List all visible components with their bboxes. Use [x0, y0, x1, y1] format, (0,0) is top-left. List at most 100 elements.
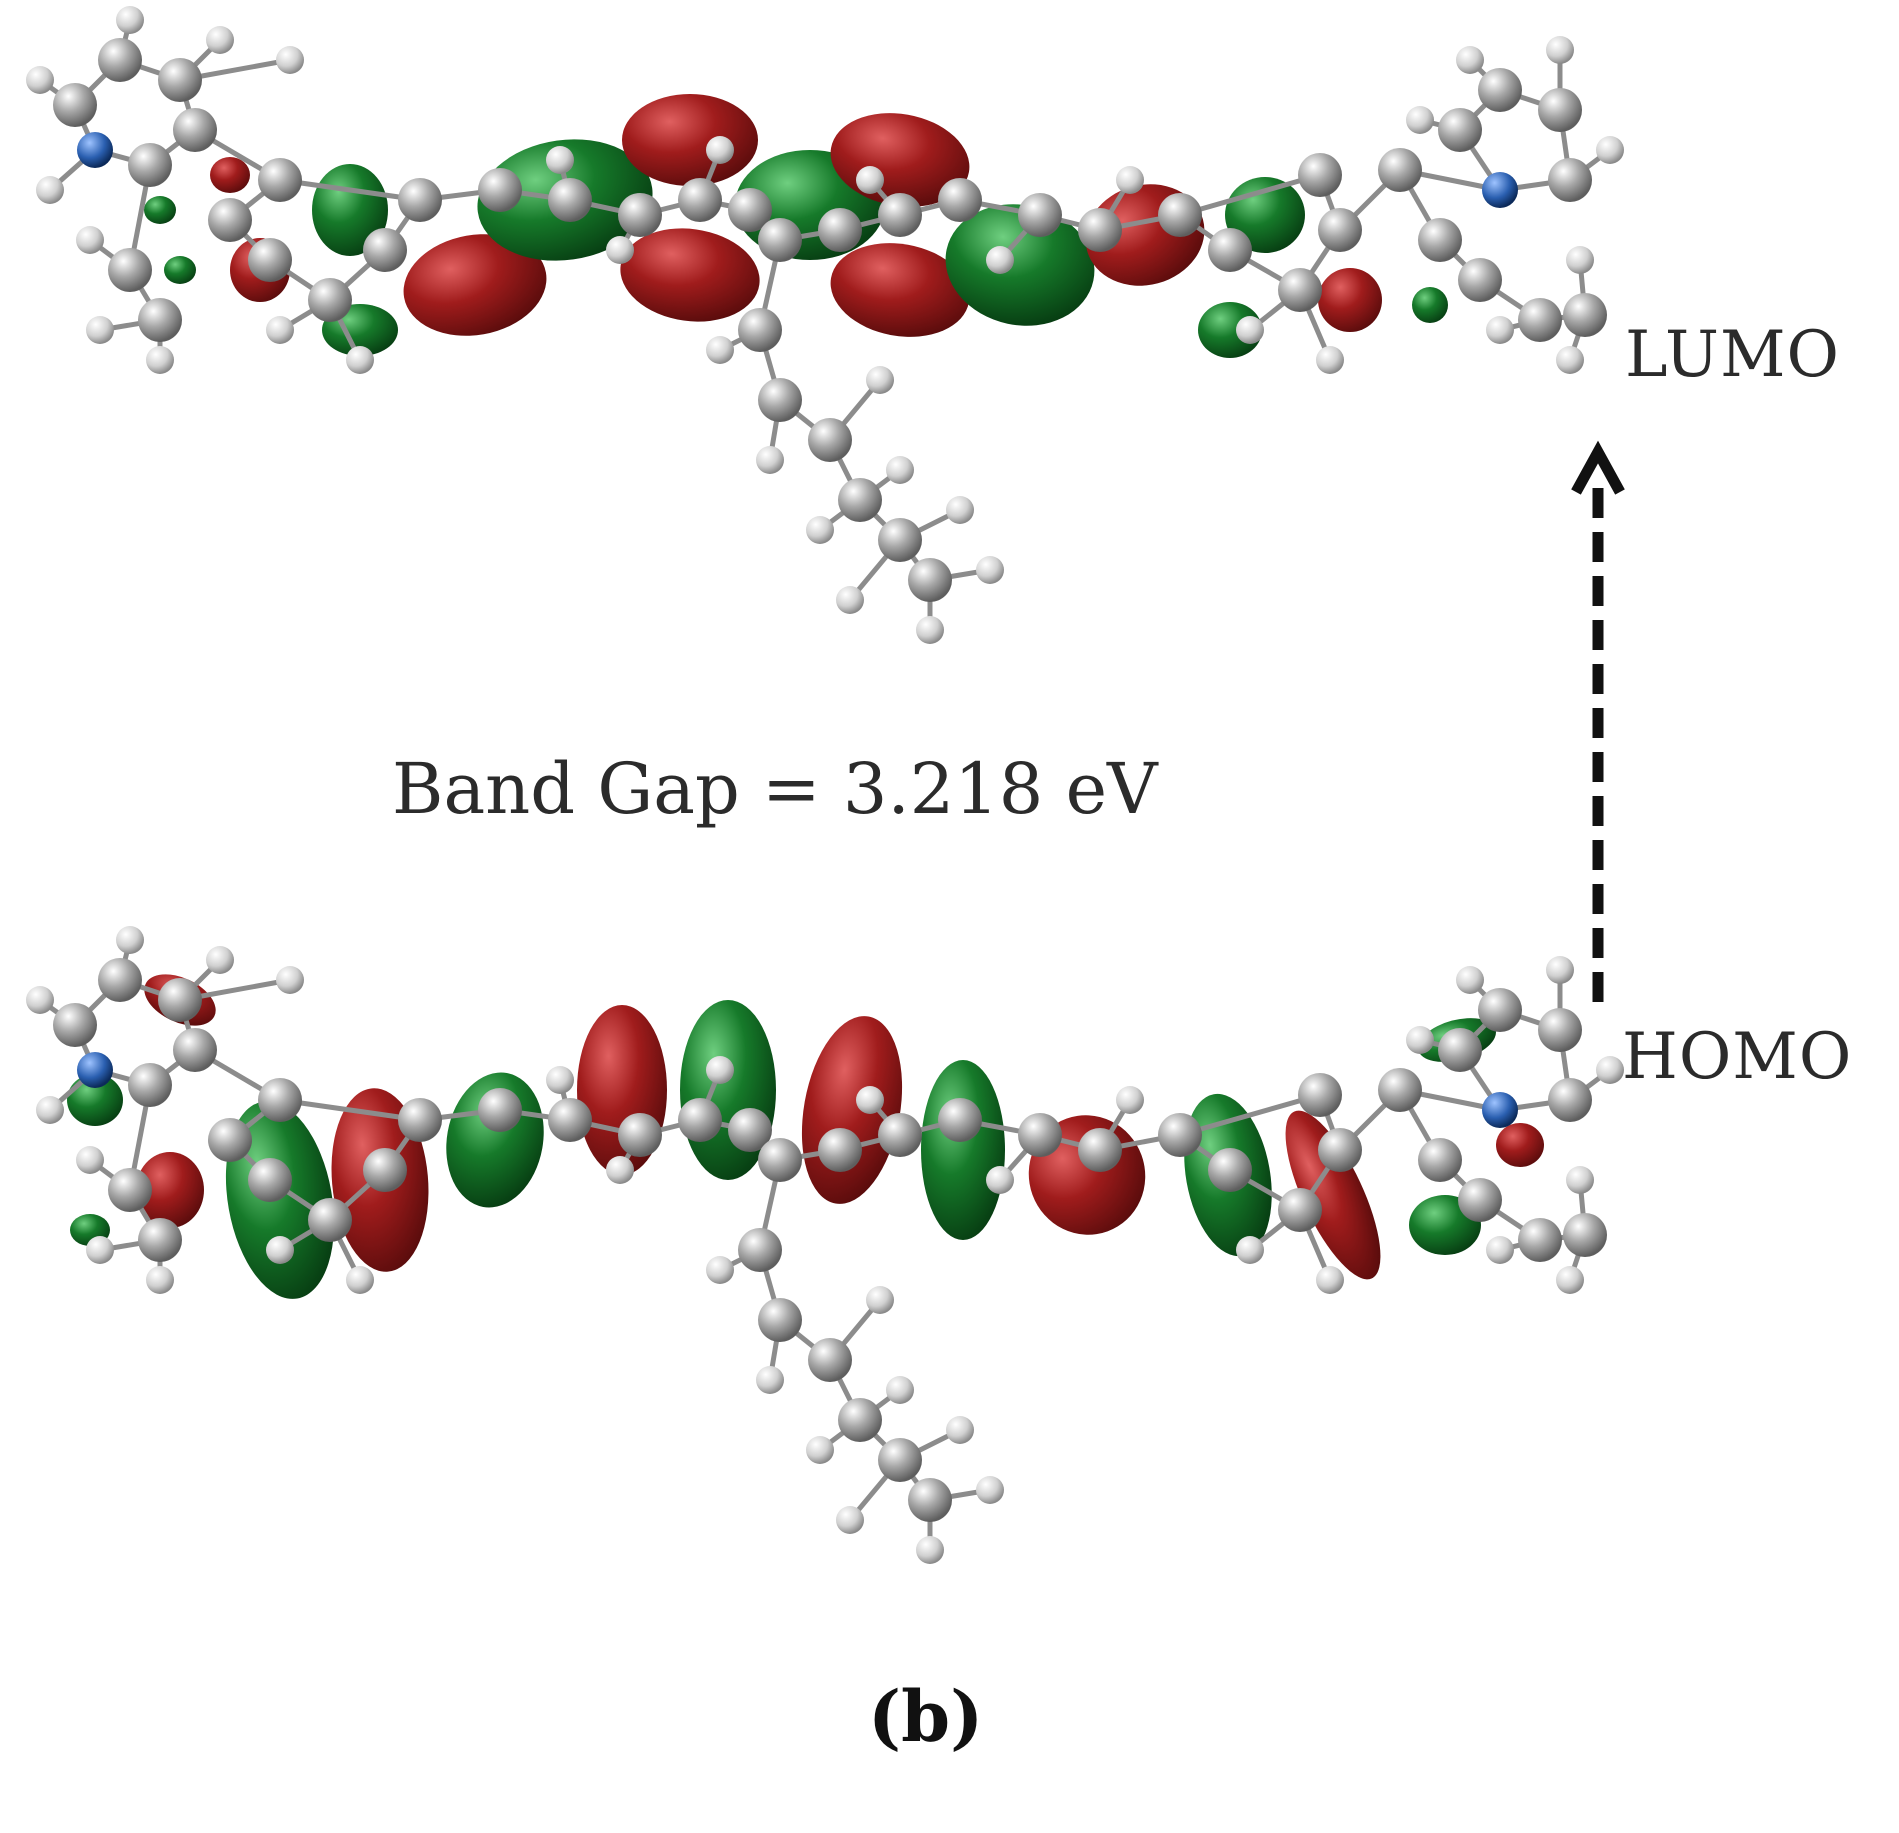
hydrogen-atom [116, 926, 144, 954]
orbital-lobe-negative [225, 1101, 335, 1299]
carbon-atom [1563, 293, 1607, 337]
orbital-lobe-positive [622, 94, 758, 186]
carbon-atom [938, 178, 982, 222]
hydrogen-atom [546, 1066, 574, 1094]
carbon-atom [98, 38, 142, 82]
carbon-atom [758, 1138, 802, 1182]
carbon-atom [728, 1108, 772, 1152]
hydrogen-atom [1486, 1236, 1514, 1264]
hydrogen-atom [76, 1146, 104, 1174]
bond [279, 1097, 421, 1123]
carbon-atom [158, 978, 202, 1022]
orbital-lobe-negative [945, 204, 1095, 326]
carbon-atom [308, 1198, 352, 1242]
nitrogen-atom [1482, 1092, 1518, 1128]
hydrogen-atom [1236, 1236, 1264, 1264]
nitrogen-atom [77, 1052, 113, 1088]
hydrogen-atom [1456, 966, 1484, 994]
carbon-atom [1298, 1073, 1342, 1117]
hydrogen-atom [856, 166, 884, 194]
orbital-lobe-negative [144, 196, 176, 224]
carbon-atom [878, 518, 922, 562]
carbon-atom [258, 1078, 302, 1122]
hydrogen-atom [36, 176, 64, 204]
hydrogen-atom [1456, 46, 1484, 74]
carbon-atom [1078, 1128, 1122, 1172]
carbon-atom [618, 193, 662, 237]
hydrogen-atom [856, 1086, 884, 1114]
hydrogen-atom [206, 26, 234, 54]
carbon-atom [1418, 218, 1462, 262]
carbon-atom [1278, 268, 1322, 312]
hydrogen-atom [756, 1366, 784, 1394]
hydrogen-atom [606, 236, 634, 264]
hydrogen-atom [1236, 316, 1264, 344]
carbon-atom [678, 178, 722, 222]
lumo-label: LUMO [1625, 318, 1840, 392]
hydrogen-atom [276, 966, 304, 994]
hydrogen-atom [546, 146, 574, 174]
carbon-atom [1078, 208, 1122, 252]
carbon-atom [208, 1118, 252, 1162]
carbon-atom [1018, 1113, 1062, 1157]
hydrogen-atom [756, 446, 784, 474]
orbital-lobe-positive [830, 243, 970, 337]
hydrogen-atom [1596, 136, 1624, 164]
carbon-atom [1438, 108, 1482, 152]
hydrogen-atom [1556, 1266, 1584, 1294]
carbon-atom [258, 158, 302, 202]
carbon-atom [248, 1158, 292, 1202]
hydrogen-atom [976, 1476, 1004, 1504]
hydrogen-atom [26, 986, 54, 1014]
hydrogen-atom [1406, 106, 1434, 134]
carbon-atom [1298, 153, 1342, 197]
orbital-lobe-positive [801, 1016, 903, 1204]
hydrogen-atom [916, 616, 944, 644]
hydrogen-atom [1116, 166, 1144, 194]
carbon-atom [908, 558, 952, 602]
carbon-atom [138, 1218, 182, 1262]
carbon-atom [738, 308, 782, 352]
hydrogen-atom [946, 1416, 974, 1444]
nitrogen-atom [77, 132, 113, 168]
hydrogen-atom [1566, 246, 1594, 274]
carbon-atom [98, 958, 142, 1002]
hydrogen-atom [346, 346, 374, 374]
hydrogen-atom [706, 336, 734, 364]
hydrogen-atom [1546, 956, 1574, 984]
hydrogen-atom [836, 1506, 864, 1534]
hydrogen-atom [806, 1436, 834, 1464]
carbon-atom [1208, 1148, 1252, 1192]
hydrogen-atom [76, 226, 104, 254]
carbon-atom [1378, 1068, 1422, 1112]
hydrogen-atom [706, 1056, 734, 1084]
orbital-lobe-negative [1198, 302, 1262, 358]
carbon-atom [158, 58, 202, 102]
transition-arrow [1571, 440, 1625, 1002]
carbon-atom [938, 1098, 982, 1142]
carbon-atom [1478, 68, 1522, 112]
carbon-atom [878, 193, 922, 237]
carbon-atom [1418, 1138, 1462, 1182]
carbon-atom [678, 1098, 722, 1142]
lumo-molecule [26, 6, 1624, 644]
homo-label: HOMO [1622, 1020, 1853, 1094]
carbon-atom [128, 143, 172, 187]
hydrogen-atom [866, 1286, 894, 1314]
hydrogen-atom [1316, 1266, 1344, 1294]
carbon-atom [1378, 148, 1422, 192]
carbon-atom [1538, 1008, 1582, 1052]
hydrogen-atom [1486, 316, 1514, 344]
carbon-atom [308, 278, 352, 322]
carbon-atom [478, 1088, 522, 1132]
hydrogen-atom [986, 1166, 1014, 1194]
hydrogen-atom [916, 1536, 944, 1564]
carbon-atom [818, 208, 862, 252]
hydrogen-atom [946, 496, 974, 524]
hydrogen-atom [86, 1236, 114, 1264]
carbon-atom [128, 1063, 172, 1107]
carbon-atom [1548, 158, 1592, 202]
carbon-atom [1563, 1213, 1607, 1257]
carbon-atom [908, 1478, 952, 1522]
carbon-atom [738, 1228, 782, 1272]
